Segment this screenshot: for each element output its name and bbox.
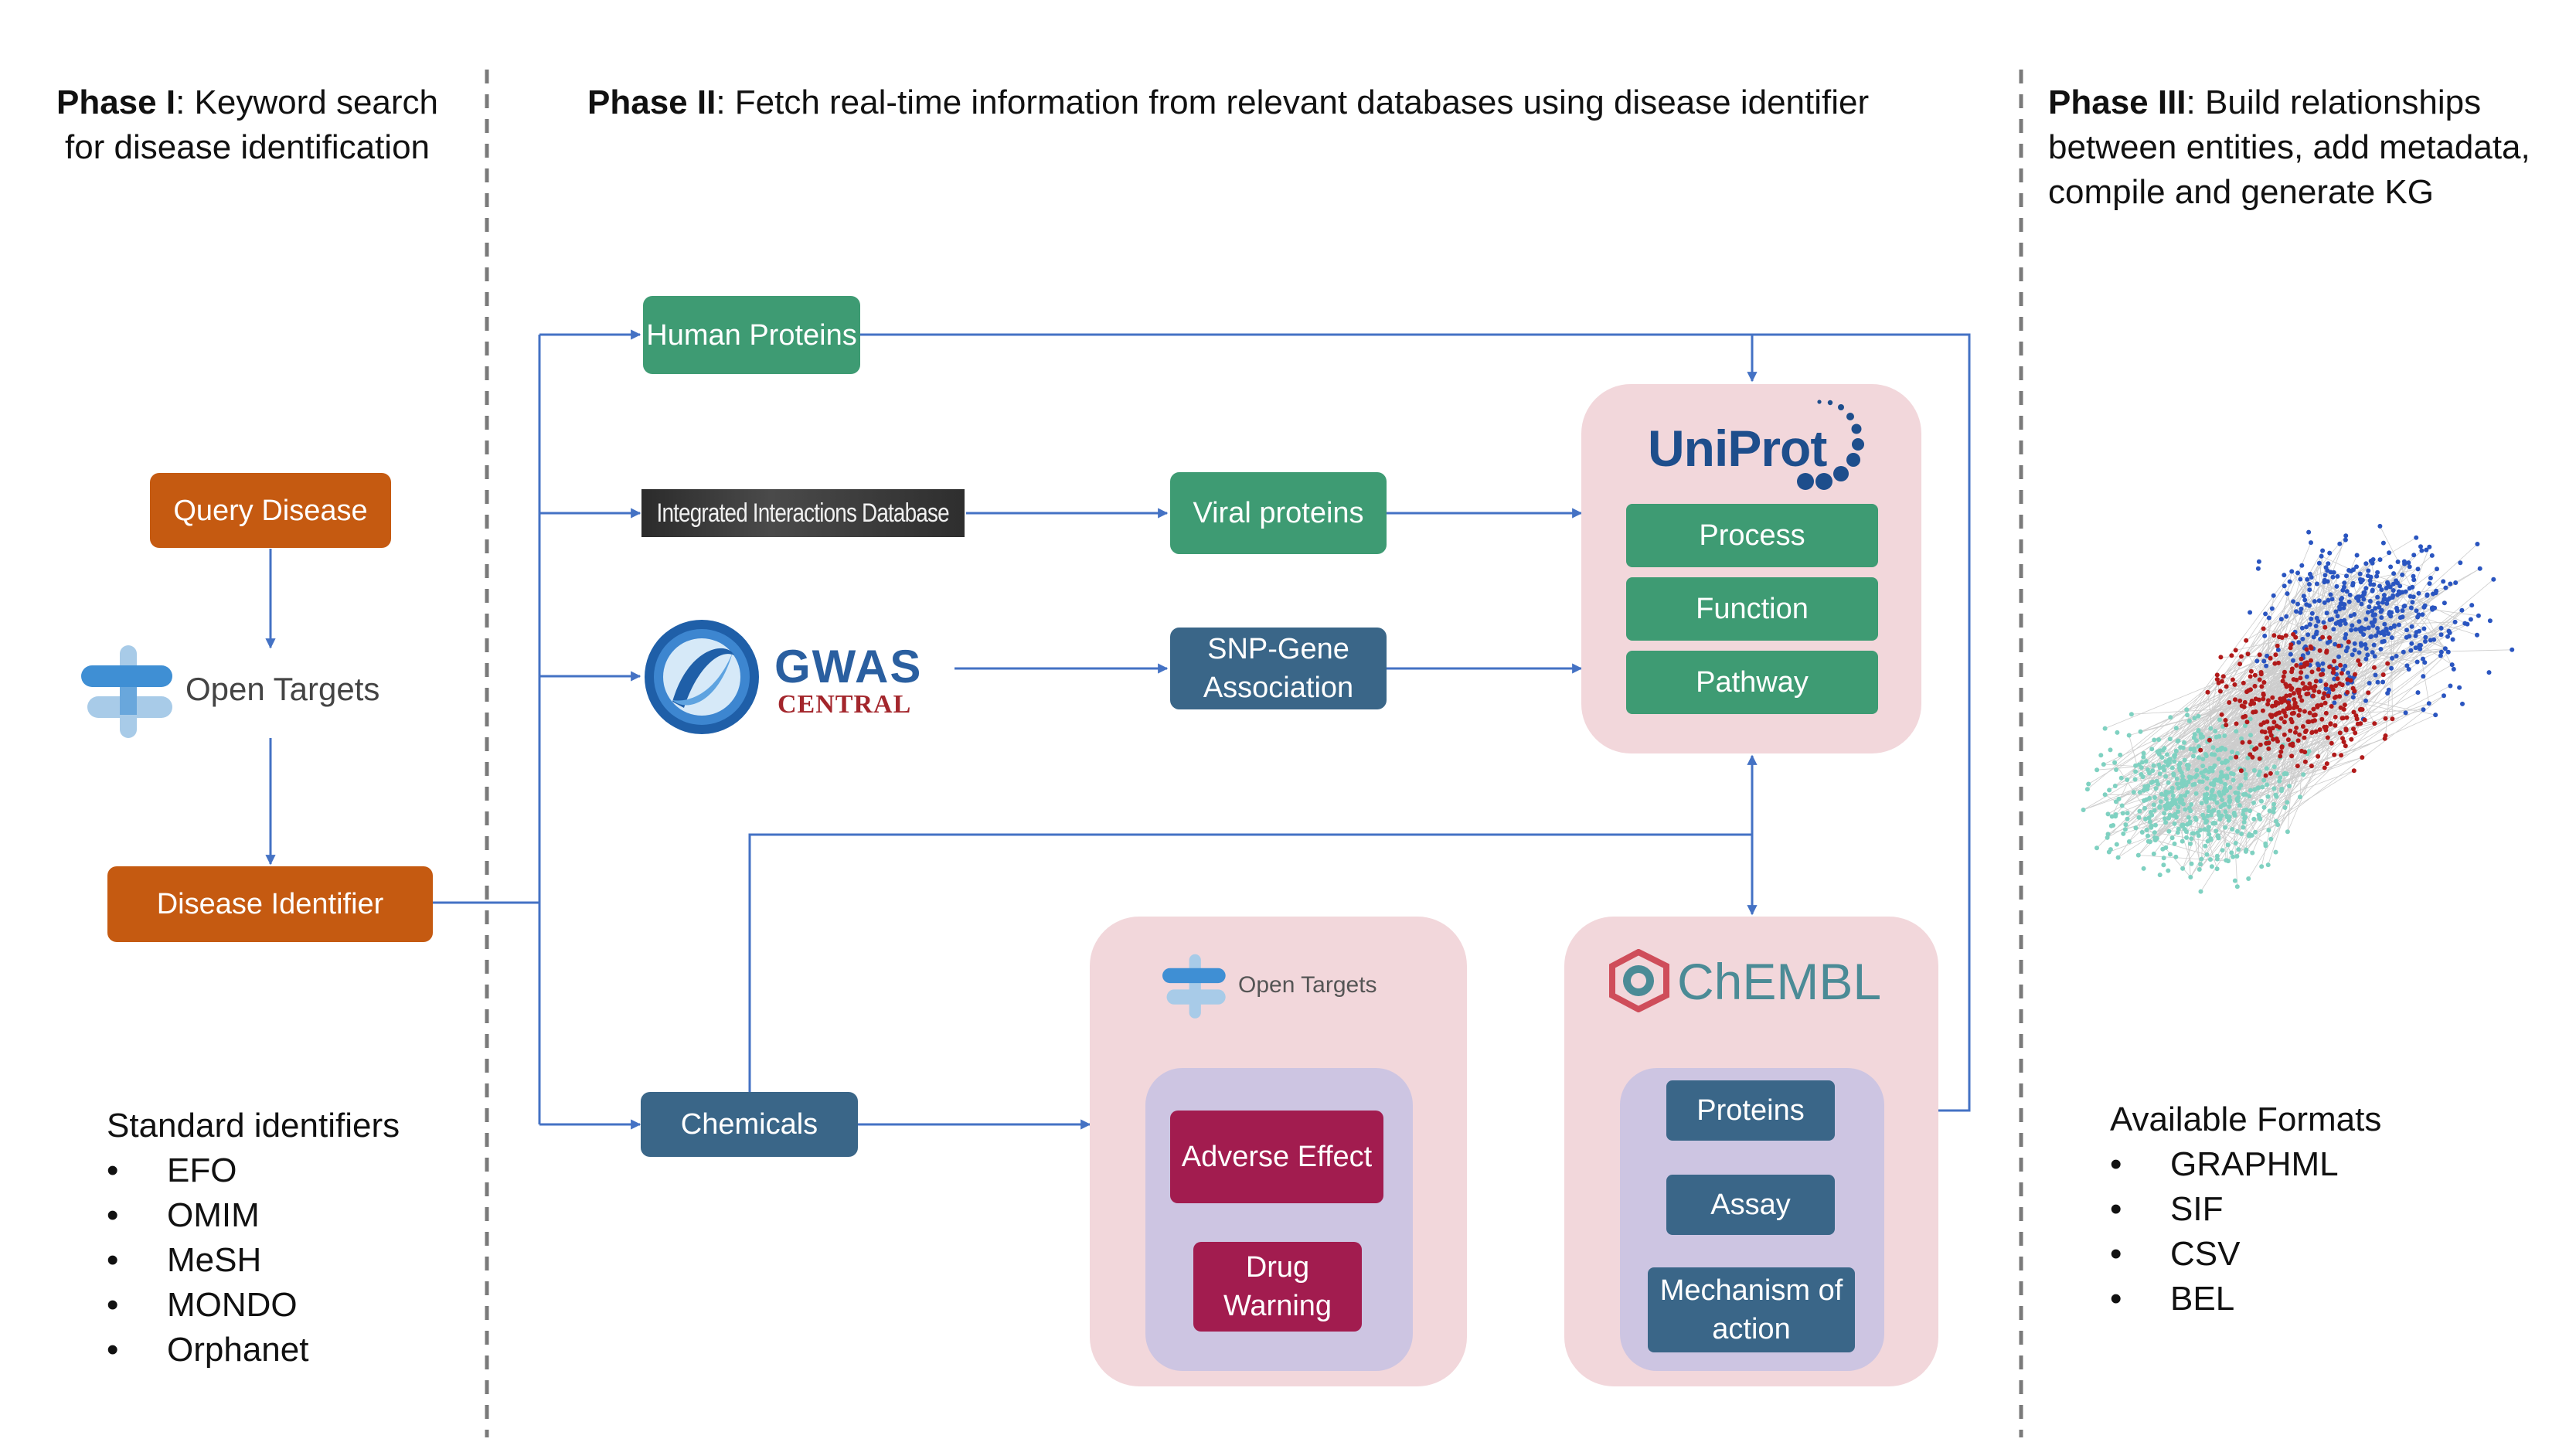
gwas-central-text: CENTRAL: [778, 690, 912, 719]
viral-proteins-box: Viral proteins: [1170, 472, 1387, 554]
available-formats-title: Available Formats: [2110, 1100, 2382, 1138]
uniprot-logo-text: UniProt: [1648, 420, 1827, 477]
disease-identifier-box: Disease Identifier: [107, 866, 433, 942]
gwas-globe-icon: [641, 617, 762, 737]
snp-gene-association-box: SNP-Gene Association: [1170, 628, 1387, 709]
query-disease-box: Query Disease: [150, 473, 391, 548]
phase-3-heading: Phase III: Build relationships between e…: [2048, 80, 2558, 215]
drug-warning-box: Drug Warning: [1193, 1242, 1362, 1332]
available-formats-list: Available Formats GRAPHMLSIFCSVBEL: [2110, 1097, 2435, 1321]
iid-logo-text: Integrated Interactions Database: [656, 498, 950, 528]
phase-1-heading: Phase I: Keyword search for disease iden…: [46, 80, 448, 170]
network-nodes: [2081, 523, 2515, 894]
uniprot-pathway-box: Pathway: [1626, 651, 1878, 714]
chembl-hexagon-icon: [1604, 948, 1676, 1013]
identifier-item: EFO: [107, 1148, 462, 1193]
format-item: GRAPHML: [2110, 1142, 2435, 1187]
identifier-item: OMIM: [107, 1193, 462, 1238]
phase-2-text: : Fetch real-time information from relev…: [716, 83, 1870, 121]
phase-3-label: Phase III: [2048, 83, 2186, 121]
identifier-item: MONDO: [107, 1283, 462, 1328]
line-chemicals-up: [748, 833, 1752, 1092]
phase-1-label: Phase I: [56, 83, 176, 121]
identifier-item: MeSH: [107, 1238, 462, 1283]
identifier-item: Orphanet: [107, 1328, 462, 1372]
opentargets-small-logo-icon: [1162, 953, 1232, 1022]
opentargets-small-logo-text: Open Targets: [1238, 972, 1377, 998]
phase-2-label: Phase II: [587, 83, 716, 121]
chembl-logo-text: ChEMBL: [1677, 953, 1882, 1010]
phase-1-text: : Keyword search for disease identificat…: [64, 83, 439, 166]
chembl-mechanism-box: Mechanism of action: [1648, 1267, 1855, 1352]
phase-3-text: : Build relationships between entities, …: [2048, 83, 2530, 211]
format-item: BEL: [2110, 1277, 2435, 1321]
chembl-proteins-box: Proteins: [1666, 1080, 1835, 1141]
standard-identifiers-list: Standard identifiers EFOOMIMMeSHMONDOOrp…: [107, 1104, 462, 1372]
knowledge-graph-network: [2081, 523, 2515, 894]
chembl-assay-box: Assay: [1666, 1175, 1835, 1235]
open-targets-logo-text: Open Targets: [185, 671, 380, 707]
format-item: SIF: [2110, 1187, 2435, 1232]
phase-2-heading: Phase II: Fetch real-time information fr…: [587, 80, 1948, 125]
format-item: CSV: [2110, 1232, 2435, 1277]
iid-logo: Integrated Interactions Database: [641, 489, 965, 537]
gwas-logo-text: GWAS: [774, 641, 923, 692]
standard-identifiers-title: Standard identifiers: [107, 1107, 400, 1145]
open-targets-logo-icon: [81, 645, 182, 742]
uniprot-dots-icon: [1778, 398, 1870, 491]
adverse-effect-box: Adverse Effect: [1170, 1111, 1383, 1203]
uniprot-process-box: Process: [1626, 504, 1878, 567]
uniprot-function-box: Function: [1626, 577, 1878, 641]
human-proteins-box: Human Proteins: [643, 296, 860, 374]
chemicals-box: Chemicals: [641, 1092, 858, 1157]
